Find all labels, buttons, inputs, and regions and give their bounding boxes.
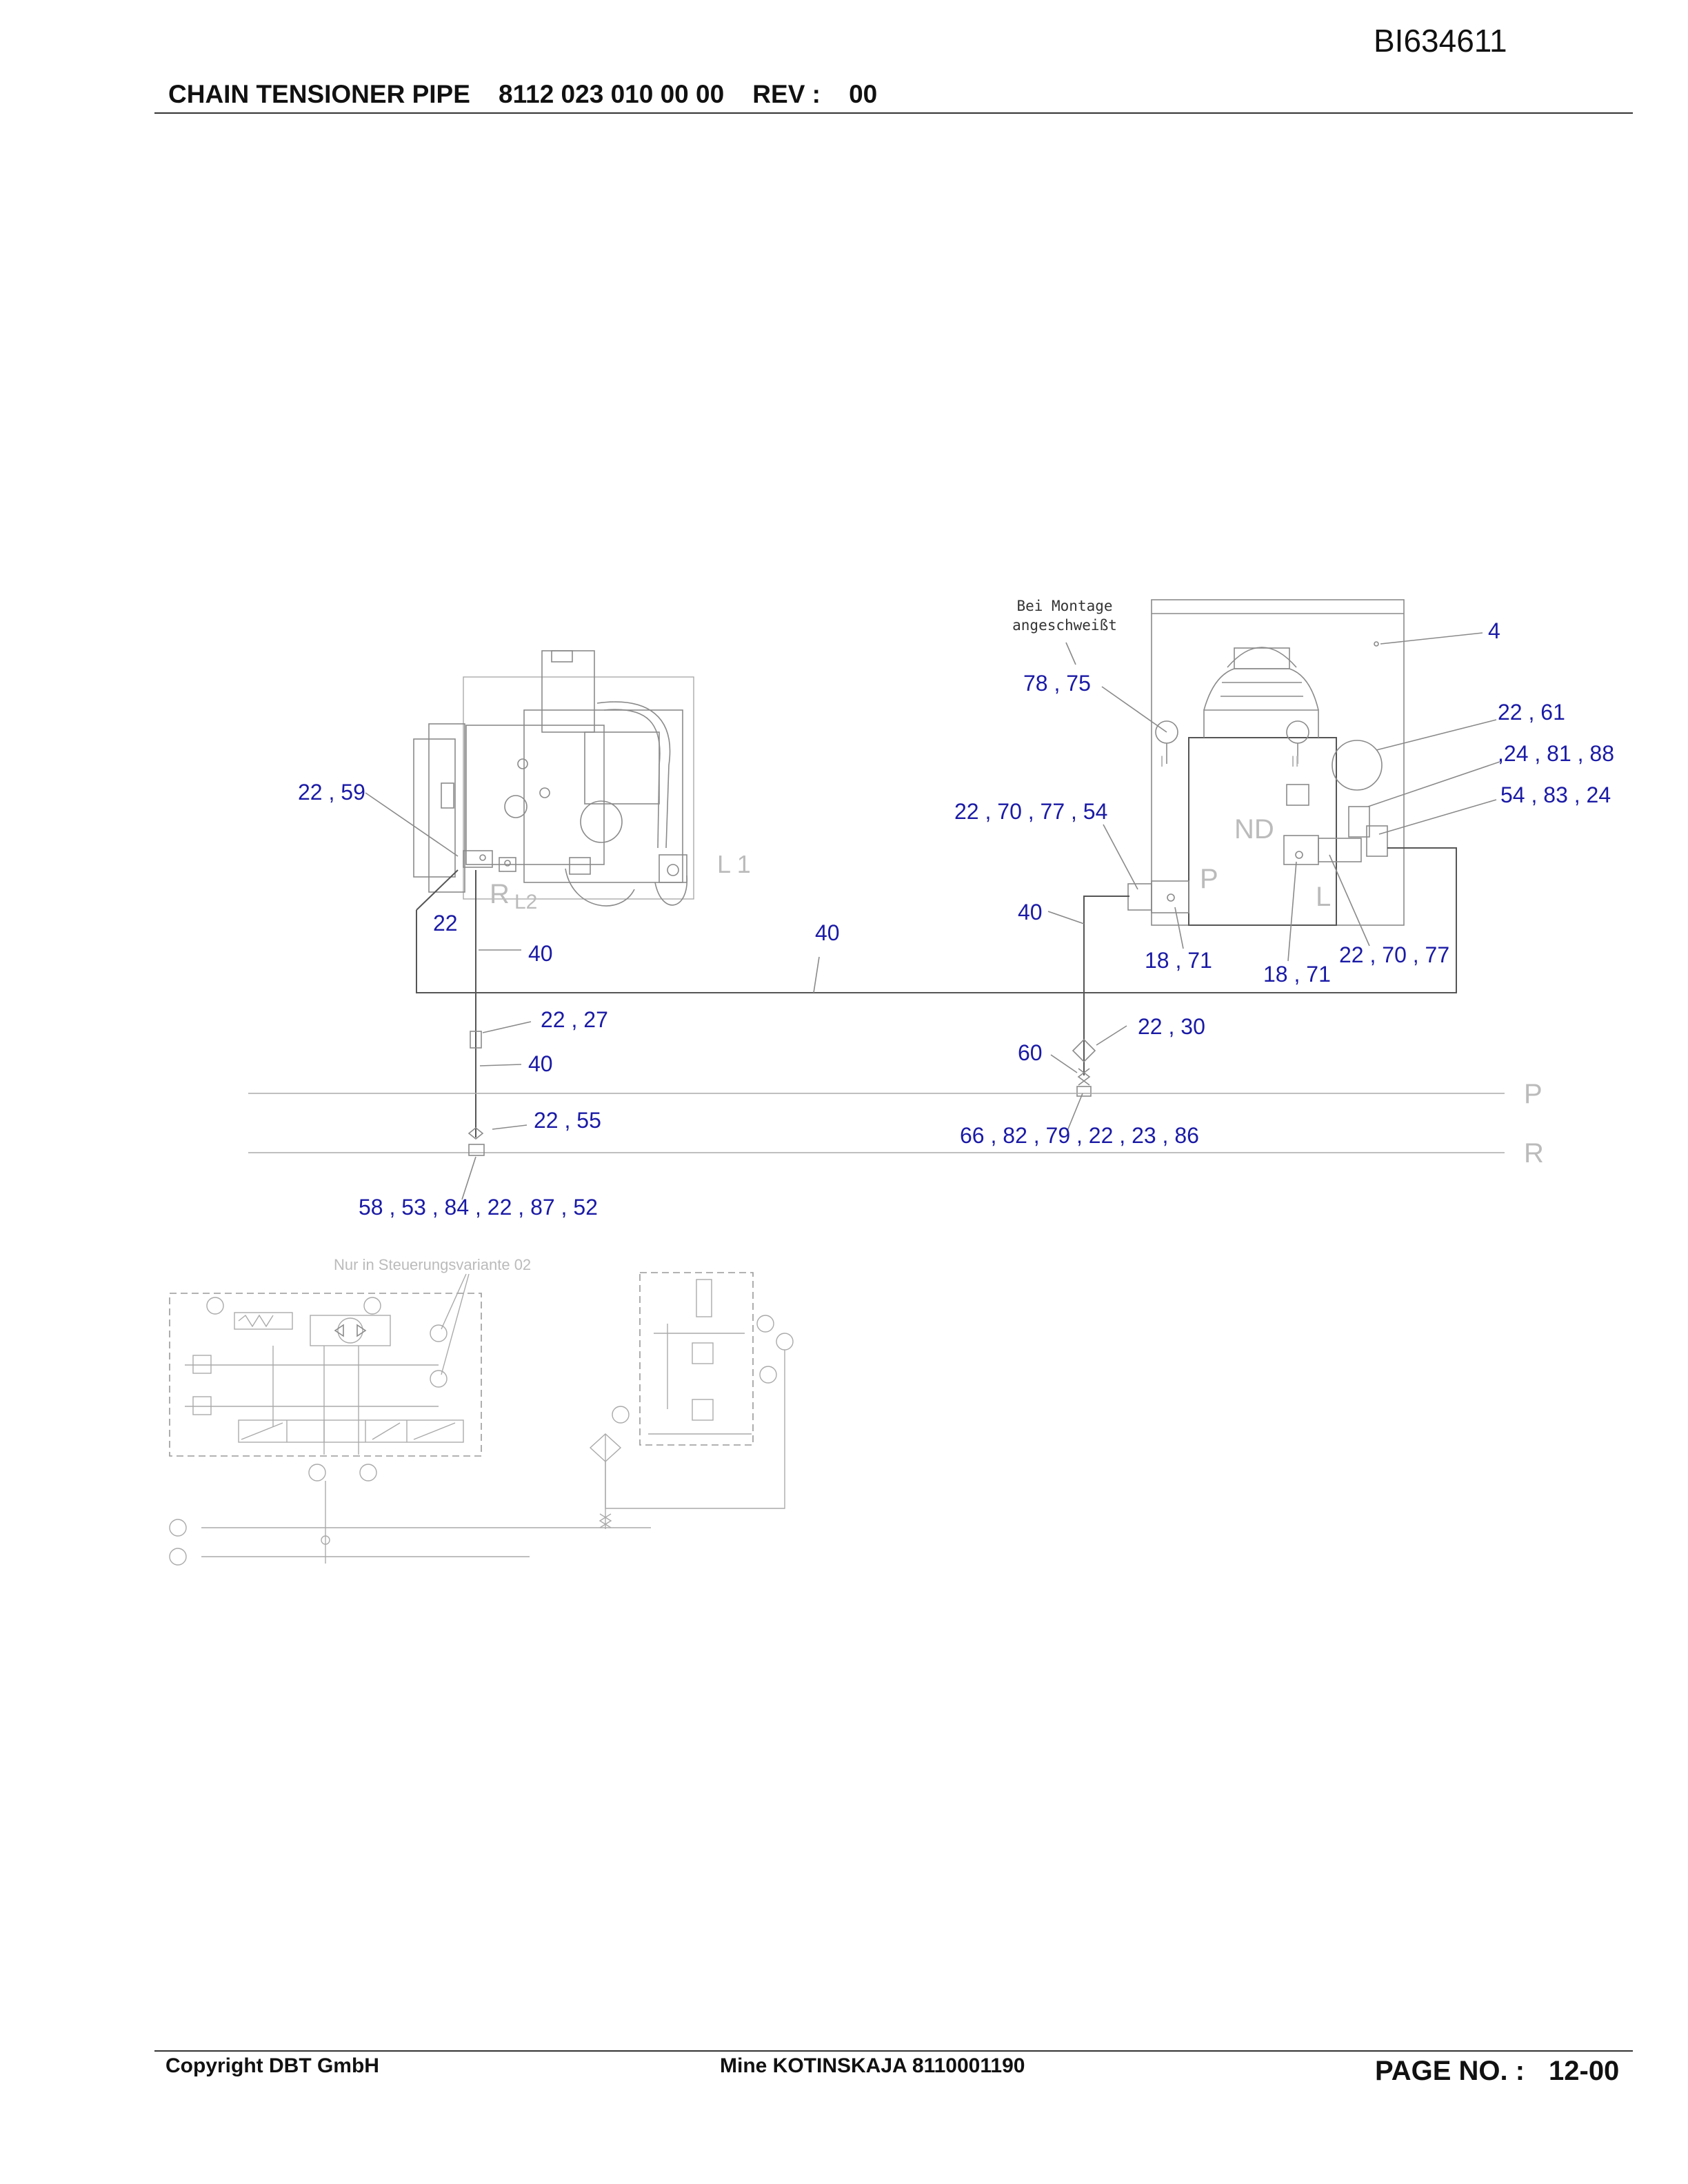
line-label-R: R xyxy=(1524,1138,1544,1169)
callout-40-b: 40 xyxy=(815,920,840,945)
callout-66-82-79-22-23-86: 66 , 82 , 79 , 22 , 23 , 86 xyxy=(960,1123,1199,1148)
callout-18-71-a: 18 , 71 xyxy=(1145,948,1212,973)
header-rule xyxy=(154,112,1633,114)
callout-22-70-77: 22 , 70 , 77 xyxy=(1339,942,1449,967)
callout-24-81-88: ,24 , 81 , 88 xyxy=(1498,741,1614,766)
port-label-L: L xyxy=(1316,882,1331,912)
callout-40-mid: 40 xyxy=(1018,900,1043,924)
callout-22-55: 22 , 55 xyxy=(534,1108,601,1133)
pump-assembly: L 1 R L2 xyxy=(413,650,751,913)
callout-22-59: 22 , 59 xyxy=(298,780,365,805)
callout-22-61: 22 , 61 xyxy=(1498,700,1565,725)
port-label-R: R xyxy=(490,879,510,909)
callout-22-70-77-54: 22 , 70 , 77 , 54 xyxy=(954,799,1107,824)
callout-54-83-24: 54 , 83 , 24 xyxy=(1500,782,1611,807)
callout-22-27: 22 , 27 xyxy=(541,1007,608,1032)
piping: P R xyxy=(248,847,1544,1169)
callout-22-left: 22 xyxy=(433,911,458,936)
page-number: 12-00 xyxy=(1549,2056,1620,2086)
copyright-text: Copyright DBT GmbH xyxy=(165,2054,379,2077)
roman-I-label: I xyxy=(1160,753,1164,770)
note-angeschweisst: angeschweißt xyxy=(1012,617,1117,634)
port-label-ND: ND xyxy=(1234,814,1274,845)
callout-58-53-84-22-87-52: 58 , 53 , 84 , 22 , 87 , 52 xyxy=(359,1195,598,1220)
callout-4: 4 xyxy=(1488,618,1500,643)
roman-II-label: II xyxy=(1291,753,1299,770)
tank-assembly: I II ND P L Bei Montage angeschweißt xyxy=(1012,598,1405,926)
document-id: BI634611 xyxy=(1374,23,1507,59)
leader-lines xyxy=(365,632,1503,1200)
circuit-schematic: Nur in Steuerungsvariante 02 xyxy=(169,1256,794,1566)
mine-reference: Mine KOTINSKAJA 8110001190 xyxy=(720,2054,1025,2077)
callout-78-75: 78 , 75 xyxy=(1023,671,1091,696)
note-bei-montage: Bei Montage xyxy=(1016,598,1112,614)
page-number-label: PAGE NO. : xyxy=(1375,2056,1525,2086)
callout-40-a: 40 xyxy=(528,941,553,966)
note-steuerungsvariante: Nur in Steuerungsvariante 02 xyxy=(334,1256,531,1273)
footer-rule xyxy=(154,2050,1633,2052)
callout-labels: 4 78 , 75 22 , 61 ,24 , 81 , 88 54 , 83 … xyxy=(298,618,1614,1220)
callout-18-71-b: 18 , 71 xyxy=(1263,962,1331,987)
page-title: CHAIN TENSIONER PIPE 8112 023 010 00 00 … xyxy=(168,80,878,108)
callout-22-30: 22 , 30 xyxy=(1138,1014,1205,1039)
line-label-P: P xyxy=(1524,1079,1543,1109)
callout-60: 60 xyxy=(1018,1040,1043,1065)
port-label-L1: L 1 xyxy=(717,850,751,878)
port-label-P: P xyxy=(1200,864,1218,894)
callout-40-c: 40 xyxy=(528,1051,553,1076)
port-label-L2: L2 xyxy=(514,891,537,913)
